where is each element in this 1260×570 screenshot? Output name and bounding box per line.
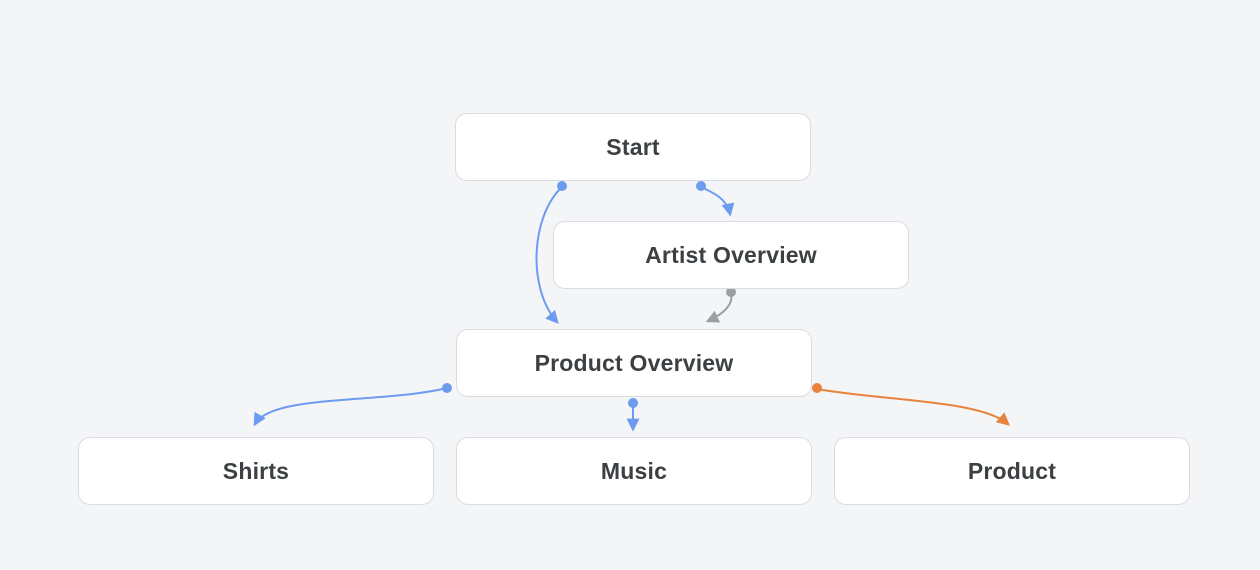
edge-source-dot-start-artist xyxy=(696,181,706,191)
node-music[interactable]: Music xyxy=(456,437,812,505)
edge-artist-overview-to-product-overview xyxy=(705,292,733,323)
edge-source-dot-product-overview-left xyxy=(442,383,452,393)
node-product-overview-label: Product Overview xyxy=(534,349,734,376)
node-product[interactable]: Product xyxy=(834,437,1190,505)
edge-source-dot-product-overview-bottom xyxy=(628,398,638,408)
edge-product-overview-to-product xyxy=(816,388,1010,426)
node-start-label: Start xyxy=(606,133,660,160)
node-shirts[interactable]: Shirts xyxy=(78,437,434,505)
edge-source-dot-start-product-overview xyxy=(557,181,567,191)
node-music-label: Music xyxy=(600,457,668,484)
node-start[interactable]: Start xyxy=(455,113,811,181)
node-product-label: Product xyxy=(967,457,1057,484)
node-artist-overview[interactable]: Artist Overview xyxy=(553,221,909,289)
node-shirts-label: Shirts xyxy=(222,457,290,484)
node-product-overview[interactable]: Product Overview xyxy=(456,329,812,397)
node-artist-overview-label: Artist Overview xyxy=(645,241,817,268)
edge-product-overview-to-shirts xyxy=(253,387,448,427)
edge-start-to-artist-overview xyxy=(700,186,735,217)
edge-source-dot-product-overview-right xyxy=(812,383,822,393)
